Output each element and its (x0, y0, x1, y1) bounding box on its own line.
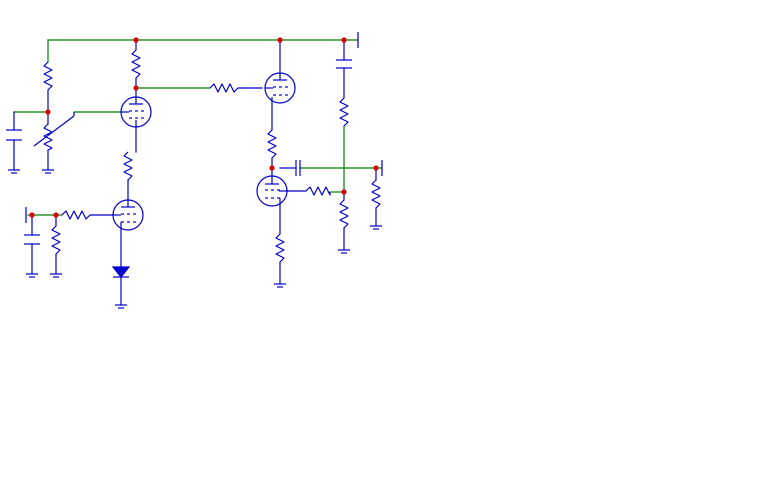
ground-icon (42, 169, 54, 174)
ground-icon (26, 273, 38, 278)
resistor-icon (51, 225, 61, 255)
junction-dot-icon (133, 37, 139, 43)
junction-dot-icon (277, 37, 283, 43)
junction-dot-icon (53, 212, 59, 218)
junction-dot-icon (133, 85, 139, 91)
junction-dot-icon (45, 109, 51, 115)
ground-icon (115, 304, 127, 309)
resistor-icon (209, 83, 242, 93)
ground-icon (50, 273, 62, 278)
resistor-icon (131, 49, 141, 79)
resistor-icon (371, 179, 381, 209)
junction-dots (29, 37, 379, 218)
resistor-icon (267, 129, 277, 159)
vacuum-tube-triode-icon (264, 72, 296, 104)
vacuum-tube-triode-icon (112, 199, 144, 231)
junction-dot-icon (341, 37, 347, 43)
diode-icon (111, 266, 131, 278)
ground-icon (274, 283, 286, 288)
capacitor-icon (24, 234, 40, 245)
resistor-icon (275, 233, 285, 263)
junction-dot-icon (29, 212, 35, 218)
potentiometer-icon (33, 112, 75, 151)
ground-icon (370, 225, 382, 230)
component-leads (13, 39, 377, 306)
capacitor-icon (336, 59, 352, 69)
junction-dot-icon (269, 165, 275, 171)
resistor-icon (339, 97, 349, 127)
junction-dot-icon (341, 189, 347, 195)
resistor-icon (43, 61, 53, 95)
ground-icon (338, 249, 350, 254)
resistor-icon (305, 186, 331, 196)
junction-dot-icon (373, 165, 379, 171)
capacitor-icon (6, 129, 22, 141)
capacitor-icon (295, 160, 301, 176)
resistor-icon (339, 199, 349, 229)
resistor-icon (61, 210, 92, 220)
vacuum-tube-triode-icon (120, 96, 152, 128)
ground-icon (8, 169, 20, 174)
resistor-icon (123, 151, 133, 181)
vacuum-tube-triode-icon (256, 175, 288, 207)
